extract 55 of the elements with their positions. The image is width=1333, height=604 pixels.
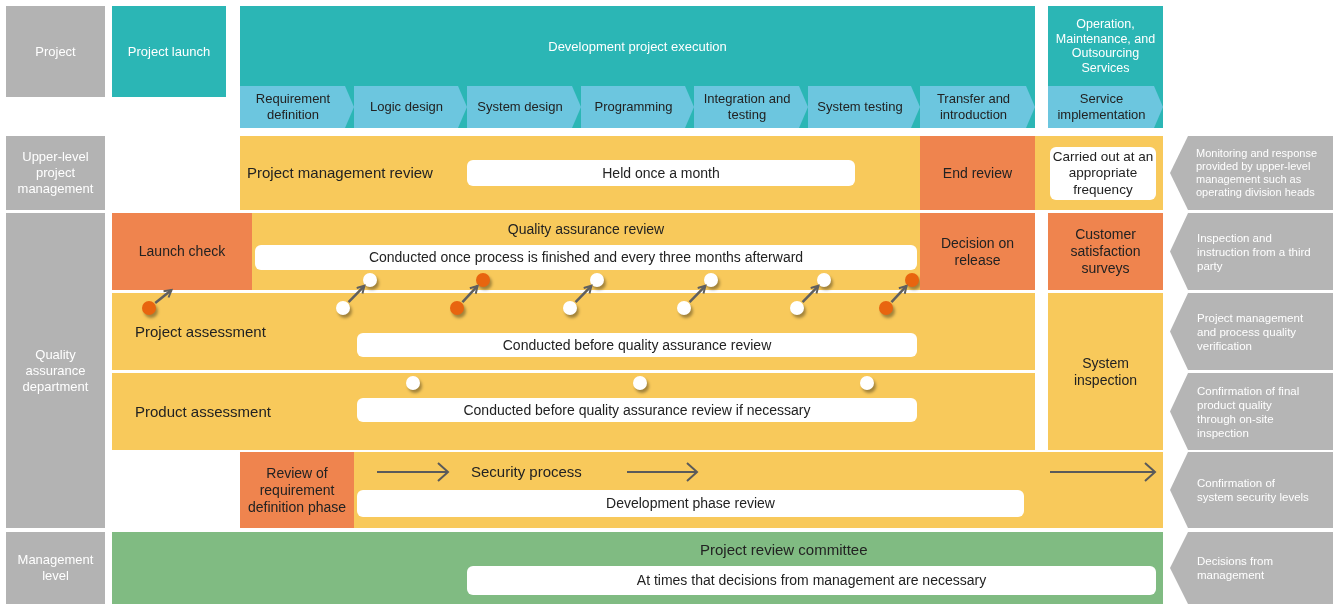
stage-band — [1048, 6, 1163, 128]
review-band — [112, 293, 1035, 370]
phase-tab: Service implementation — [1048, 86, 1163, 128]
note-pill: At times that decisions from management are necessary — [467, 566, 1156, 595]
side-note-panel: Project management and process quality verification — [1170, 293, 1333, 370]
row-header: Project — [6, 6, 105, 97]
milestone-box: End review — [920, 136, 1035, 210]
side-note-panel: Confirmation of system security levels — [1170, 452, 1333, 528]
side-note-panel: Confirmation of final product quality through on-site inspection — [1170, 373, 1333, 450]
side-note-panel: Monitoring and response provided by upper-level management such as operating division heads — [1170, 136, 1333, 210]
committee-band — [112, 532, 1163, 604]
review-band — [240, 136, 920, 210]
phase-tab: Integration and testing — [694, 86, 808, 128]
stage-header: Project launch — [112, 6, 226, 97]
review-band — [252, 213, 920, 290]
note-pill: Conducted before quality assurance review — [357, 333, 917, 357]
band-heading: Project assessment — [135, 322, 266, 342]
inspection-box: System inspection — [1048, 293, 1163, 450]
band-heading: Operation, Maintenance, and Outsourcing Services — [1054, 17, 1157, 75]
band-heading: Development project execution — [547, 38, 728, 55]
arrow — [461, 284, 479, 303]
arrow — [347, 284, 366, 304]
arrow — [890, 284, 908, 303]
review-band — [240, 452, 1163, 528]
band-heading: Product assessment — [135, 402, 271, 422]
stage-band — [240, 6, 1035, 128]
phase-tab: Transfer and introduction — [920, 86, 1035, 128]
band-heading: Project review committee — [700, 540, 868, 560]
review-band — [112, 373, 1035, 450]
note-pill: Conducted once process is finished and every three months afterward — [255, 245, 917, 270]
arrow — [688, 284, 707, 304]
phase-tab: Programming — [581, 86, 694, 128]
phase-tab: System design — [467, 86, 581, 128]
row-header: Management level — [6, 532, 105, 604]
band-heading: Project management review — [247, 163, 433, 183]
phase-tab: Logic design — [354, 86, 467, 128]
row-header: Quality assurance department — [6, 213, 105, 528]
milestone-box: Decision on release — [920, 213, 1035, 290]
milestone-box: Launch check — [112, 213, 252, 290]
phase-tab: System testing — [808, 86, 920, 128]
note-pill: Conducted before quality assurance review if necessary — [357, 398, 917, 422]
row-header: Upper-level project management — [6, 136, 105, 210]
milestone-box: Customer satisfaction surveys — [1048, 213, 1163, 290]
band-heading: Security process — [471, 462, 582, 482]
note-pill: Carried out at an appropriate frequency — [1050, 147, 1156, 200]
side-note-panel: Decisions from management — [1170, 532, 1333, 604]
band-heading: Quality assurance review — [506, 220, 666, 239]
arrow — [154, 289, 173, 304]
arrow — [801, 284, 820, 304]
phase-tab: Requirement definition — [240, 86, 354, 128]
arrow — [574, 284, 593, 304]
milestone-box: Review of requirement definition phase — [240, 452, 354, 528]
note-pill: Development phase review — [357, 490, 1024, 517]
note-pill: Held once a month — [467, 160, 855, 186]
side-note-panel: Inspection and instruction from a third party — [1170, 213, 1333, 290]
